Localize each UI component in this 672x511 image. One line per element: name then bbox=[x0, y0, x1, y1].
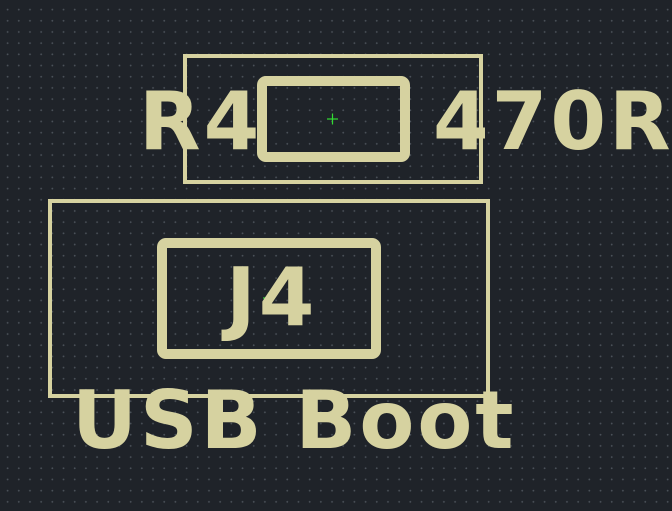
j4-body-outline bbox=[157, 238, 381, 359]
j4-courtyard-outline bbox=[48, 199, 490, 398]
footprint-j4[interactable]: J4 USB Boot bbox=[48, 199, 517, 467]
r4-value-label[interactable]: 470R bbox=[433, 75, 672, 168]
j4-reference-label[interactable]: J4 bbox=[221, 251, 317, 344]
r4-reference-label[interactable]: R4 bbox=[139, 75, 262, 168]
r4-anchor-cross bbox=[327, 113, 338, 125]
r4-courtyard-outline bbox=[183, 54, 483, 184]
j4-anchor-cross bbox=[263, 292, 274, 304]
r4-body-outline bbox=[257, 76, 410, 162]
j4-value-label[interactable]: USB Boot bbox=[72, 374, 517, 467]
footprint-r4[interactable]: R4 470R bbox=[139, 54, 672, 184]
